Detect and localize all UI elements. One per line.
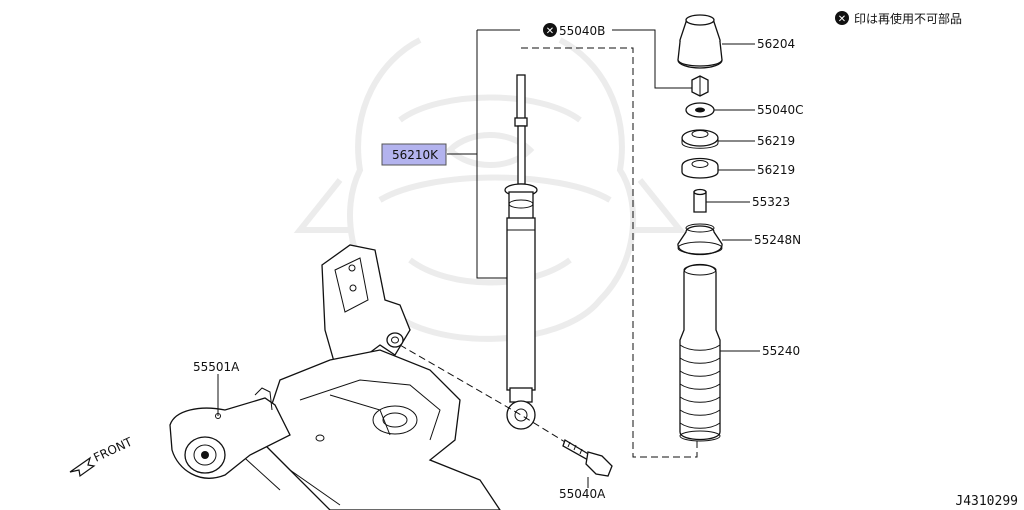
label-56210K-text: 56210K [392, 148, 439, 162]
distance-tube [693, 188, 707, 213]
label-56204[interactable]: 56204 [757, 37, 795, 51]
rear-suspension-member [224, 244, 501, 510]
label-56219-upper[interactable]: 56219 [757, 134, 795, 148]
legend-text: 印は再使用不可部品 [854, 11, 962, 26]
bumper-cover [679, 263, 721, 442]
label-55040B[interactable]: ✕ 55040B [543, 23, 605, 38]
label-55040B-symbol: ✕ [546, 26, 554, 37]
bushing-lower [681, 157, 719, 179]
bound-seat [677, 223, 723, 256]
label-55040A[interactable]: 55040A [559, 487, 606, 501]
label-55323[interactable]: 55323 [752, 195, 790, 209]
label-55040C[interactable]: 55040C [757, 103, 804, 117]
label-55240[interactable]: 55240 [762, 344, 800, 358]
front-indicator: FRONT [69, 434, 135, 478]
washer [685, 102, 715, 118]
legend: ✕ 印は再使用不可部品 [835, 11, 962, 26]
label-56219-lower[interactable]: 56219 [757, 163, 795, 177]
front-label: FRONT [91, 434, 135, 464]
lower-bolt [562, 439, 613, 477]
lower-link [169, 387, 291, 479]
mount-insulator [677, 14, 723, 69]
top-nut [691, 75, 709, 97]
shock-absorber [504, 74, 538, 430]
label-55248N[interactable]: 55248N [754, 233, 801, 247]
label-55501A[interactable]: 55501A [193, 360, 240, 374]
diagram-id: J4310299 [955, 494, 1018, 509]
label-55040B-text: 55040B [559, 24, 605, 38]
legend-symbol: ✕ [838, 14, 846, 25]
bushing-upper [681, 129, 719, 149]
watermark-emblem [293, 37, 687, 342]
label-56210K[interactable]: 56210K [381, 143, 447, 166]
